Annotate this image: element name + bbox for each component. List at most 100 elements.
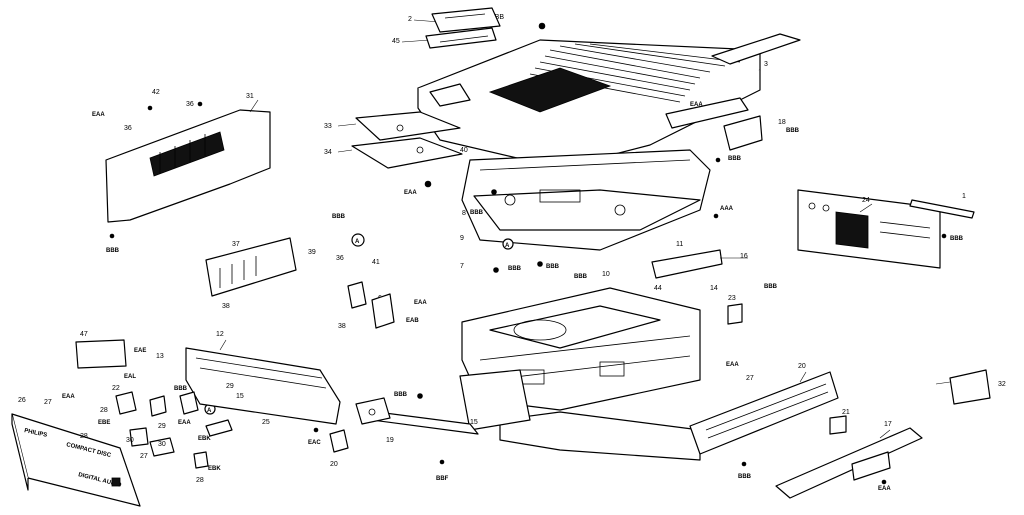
- label-32: 32: [998, 381, 1006, 388]
- label-23: 23: [728, 295, 736, 302]
- label-19: 19: [386, 437, 394, 444]
- label-bbb-18: BBB: [786, 128, 800, 134]
- top-bracket-2: [425, 7, 501, 49]
- label-28: 28: [100, 407, 108, 414]
- label-bbb-left: BBB: [106, 248, 120, 254]
- label-15: 15: [236, 393, 244, 400]
- label-bbb-c1: BBB: [508, 266, 522, 272]
- label-bbb-12: BBB: [174, 386, 188, 392]
- label-11: 11: [676, 241, 683, 248]
- label-25: 25: [262, 419, 270, 426]
- label-16: 16: [740, 253, 748, 260]
- board-37: [205, 237, 297, 297]
- label-aaa: AAA: [720, 206, 734, 212]
- label-17: 17: [884, 421, 892, 428]
- label-26: 26: [18, 397, 26, 404]
- bracket-33-34: [351, 111, 463, 169]
- label-bbb-37: BBB: [332, 214, 346, 220]
- label-36b: 36: [186, 101, 194, 108]
- label-bbe: EBE: [98, 420, 110, 426]
- label-bbb-8: BBB: [470, 210, 484, 216]
- label-9: 9: [460, 235, 464, 242]
- svg-text:A: A: [207, 408, 212, 414]
- label-bbb-r1: BBB: [728, 156, 742, 162]
- label-18: 18: [778, 119, 786, 126]
- bracket-16: [651, 249, 723, 279]
- top-cover: [417, 39, 761, 169]
- label-eaa-r: EAA: [690, 102, 703, 108]
- label-34: 34: [324, 149, 332, 156]
- label-36: 36: [124, 125, 132, 132]
- front-panel-26: PHILIPS COMPACT DISC DIGITAL AUDIO: [11, 413, 141, 507]
- label-bbb-24: BBB: [950, 236, 964, 242]
- label-40: 40: [460, 147, 468, 154]
- delta-marker-1: A: [351, 233, 365, 247]
- label-29b: 29: [158, 423, 166, 430]
- label-14: 14: [710, 285, 718, 292]
- label-bbb-20: BBB: [738, 474, 752, 480]
- svg-text:A: A: [355, 239, 360, 245]
- label-27: 27: [44, 399, 52, 406]
- screws: [147, 105, 887, 485]
- label-7: 7: [460, 263, 464, 270]
- label-47: 47: [80, 331, 88, 338]
- label-2: 2: [408, 16, 412, 23]
- lever-19: [355, 397, 479, 435]
- label-eaa-17: EAA: [878, 486, 891, 492]
- label-41: 41: [372, 259, 380, 266]
- label-15b: 15: [470, 419, 478, 426]
- label-eac: EAC: [308, 440, 321, 446]
- leader-lines: [219, 99, 891, 439]
- label-28b: 28: [196, 477, 204, 484]
- hinge-41: [347, 281, 395, 329]
- label-eaa-mid: EAA: [404, 190, 417, 196]
- label-bbb-23: BBB: [764, 284, 778, 290]
- label-22: 22: [112, 385, 120, 392]
- cd-mechanism: [459, 287, 701, 461]
- label-42: 42: [152, 89, 160, 96]
- label-12: 12: [216, 331, 224, 338]
- button-cluster: [115, 391, 233, 469]
- label-ebk: EBK: [198, 436, 211, 442]
- label-20: 20: [330, 461, 338, 468]
- label-bbb-c3: BBB: [574, 274, 588, 280]
- chassis-frame: [461, 149, 711, 251]
- label-33: 33: [324, 123, 332, 130]
- label-eae: EAE: [134, 348, 146, 354]
- slide-rail-20: [689, 371, 839, 455]
- label-13: 13: [156, 353, 164, 360]
- label-28c: 28: [80, 433, 88, 440]
- label-eaa-left: EAA: [92, 112, 105, 118]
- bracket-18: [665, 97, 763, 151]
- side-panel-31: [105, 109, 271, 223]
- back-panel-24: [797, 189, 941, 269]
- rod-1: [909, 199, 975, 219]
- label-eab: EAB: [406, 318, 419, 324]
- panel-47: [75, 339, 127, 369]
- label-37: 37: [232, 241, 240, 248]
- label-eaa-41: EAA: [414, 300, 427, 306]
- label-39: 39: [308, 249, 316, 256]
- label-bbb-19: BBB: [394, 392, 408, 398]
- label-bbk: EBK: [208, 466, 221, 472]
- label-eaa-b: EAA: [178, 420, 191, 426]
- cover-32: [949, 369, 991, 405]
- label-1: 1: [962, 193, 966, 200]
- label-45: 45: [392, 38, 400, 45]
- label-bbf: BBF: [436, 476, 449, 482]
- label-21: 21: [842, 409, 850, 416]
- label-24: 24: [862, 197, 870, 204]
- label-8: 8: [462, 210, 466, 217]
- label-38: 38: [222, 303, 230, 310]
- label-27b: 27: [140, 453, 148, 460]
- label-20b: 20: [798, 363, 806, 370]
- svg-text:A: A: [505, 243, 510, 249]
- front-panel-brand: PHILIPS: [24, 428, 48, 439]
- label-bbb-top: BBB: [490, 14, 504, 21]
- label-30: 30: [126, 437, 134, 444]
- label-29: 29: [226, 383, 234, 390]
- label-3: 3: [764, 61, 768, 68]
- delta-marker-2: A: [502, 238, 514, 250]
- label-10: 10: [602, 271, 610, 278]
